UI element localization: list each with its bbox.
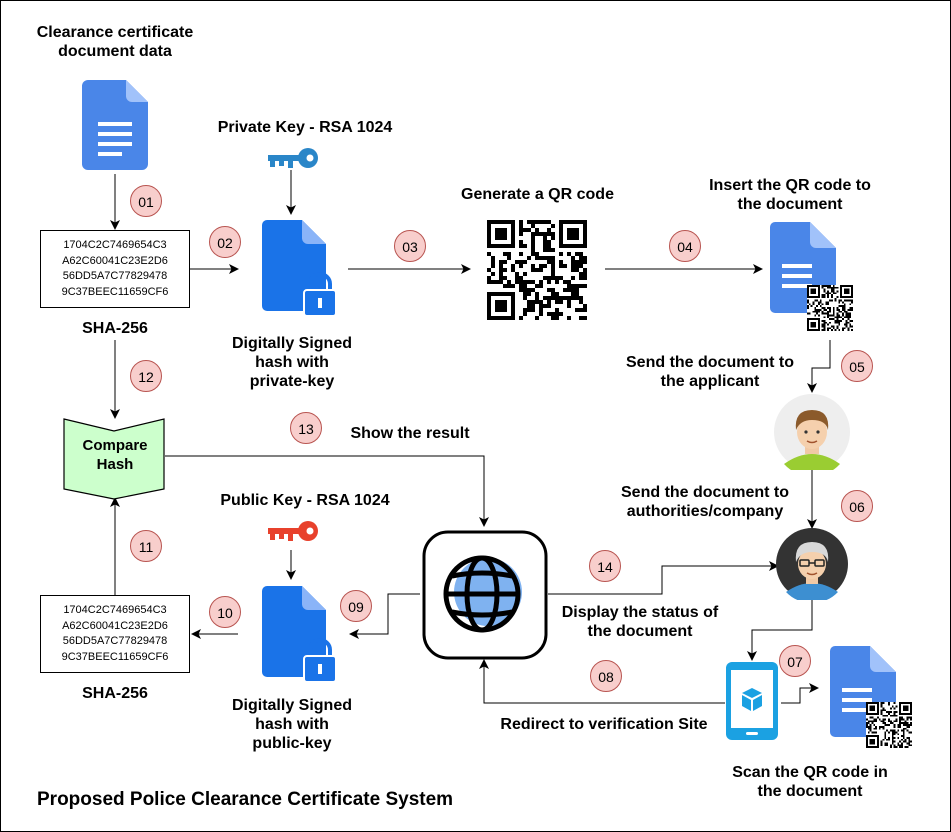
step-01: 01 — [130, 185, 162, 217]
hash-line: 1704C2C7469654C3 — [63, 604, 167, 616]
label-generate-qr: Generate a QR code — [461, 186, 614, 203]
arrow-13 — [165, 455, 489, 527]
step-11: 11 — [130, 530, 162, 562]
arrow-05 — [807, 340, 831, 393]
hash-line: 1704C2C7469654C3 — [63, 239, 167, 251]
label-document-data: Clearance certificate document data — [36, 24, 194, 60]
locked-document-icon — [262, 220, 337, 317]
arrow-07a — [747, 598, 813, 661]
hash-line: A62C60041C23E2D6 — [62, 619, 168, 632]
globe-icon[interactable] — [422, 530, 548, 660]
step-07: 07 — [779, 645, 811, 677]
step-02: 02 — [209, 226, 241, 258]
label-public-key: Public Key - RSA 1024 — [220, 492, 390, 509]
label-compare-hash: Compare Hash — [82, 437, 148, 473]
step-03: 03 — [394, 230, 426, 262]
document-icon — [82, 80, 148, 170]
arrow-14 — [548, 561, 779, 595]
qr-code-scan-icon — [866, 702, 912, 748]
label-show-result: Show the result — [350, 425, 470, 442]
step-13: 13 — [290, 412, 322, 444]
hash-box-top: 1704C2C7469654C3 A62C60041C23E2D6 56DD5A… — [40, 230, 190, 308]
applicant-avatar — [774, 394, 850, 470]
authority-avatar — [776, 528, 848, 600]
label-sha-top: SHA-256 — [82, 320, 148, 337]
label-signed-private: Digitally Signed hash with private-key — [231, 335, 352, 390]
label-send-authorities: Send the document to authorities/company — [621, 484, 789, 520]
label-send-applicant: Send the document to the applicant — [626, 354, 794, 390]
locked-document-public-icon — [262, 586, 337, 683]
step-10: 10 — [209, 596, 241, 628]
label-redirect: Redirect to verification Site — [500, 716, 708, 733]
step-05: 05 — [841, 350, 873, 382]
step-06: 06 — [841, 490, 873, 522]
qr-code-small-icon — [807, 285, 853, 331]
step-08: 08 — [590, 660, 622, 692]
label-sha-bottom: SHA-256 — [82, 685, 148, 702]
arrow-07b — [781, 683, 819, 704]
label-private-key: Private Key - RSA 1024 — [217, 119, 393, 136]
phone-icon — [726, 662, 778, 740]
label-display-status: Display the status of the document — [561, 604, 719, 640]
public-key-icon — [268, 521, 318, 541]
hash-line: A62C60041C23E2D6 — [62, 254, 168, 267]
label-signed-public: Digitally Signed hash with public-key — [231, 697, 352, 752]
step-09: 09 — [340, 590, 372, 622]
step-14: 14 — [589, 550, 621, 582]
hash-line: 9C37BEEC11659CF6 — [61, 285, 169, 298]
hash-box-bottom: 1704C2C7469654C3 A62C60041C23E2D6 56DD5A… — [40, 595, 190, 673]
arrow-09 — [349, 593, 420, 639]
label-insert-qr: Insert the QR code to the document — [709, 177, 871, 213]
diagram-title: Proposed Police Clearance Certificate Sy… — [37, 789, 454, 810]
step-12: 12 — [130, 360, 162, 392]
label-scan-qr: Scan the QR code in the document — [732, 764, 888, 800]
qr-code-icon — [487, 220, 587, 320]
arrow-08 — [479, 659, 725, 704]
compare-hash-shape — [63, 418, 165, 500]
hash-line: 9C37BEEC11659CF6 — [61, 650, 169, 663]
step-04: 04 — [669, 230, 701, 262]
hash-line: 56DD5A7C77829478 — [62, 270, 168, 282]
key-icon — [268, 148, 318, 168]
hash-line: 56DD5A7C77829478 — [62, 635, 168, 647]
